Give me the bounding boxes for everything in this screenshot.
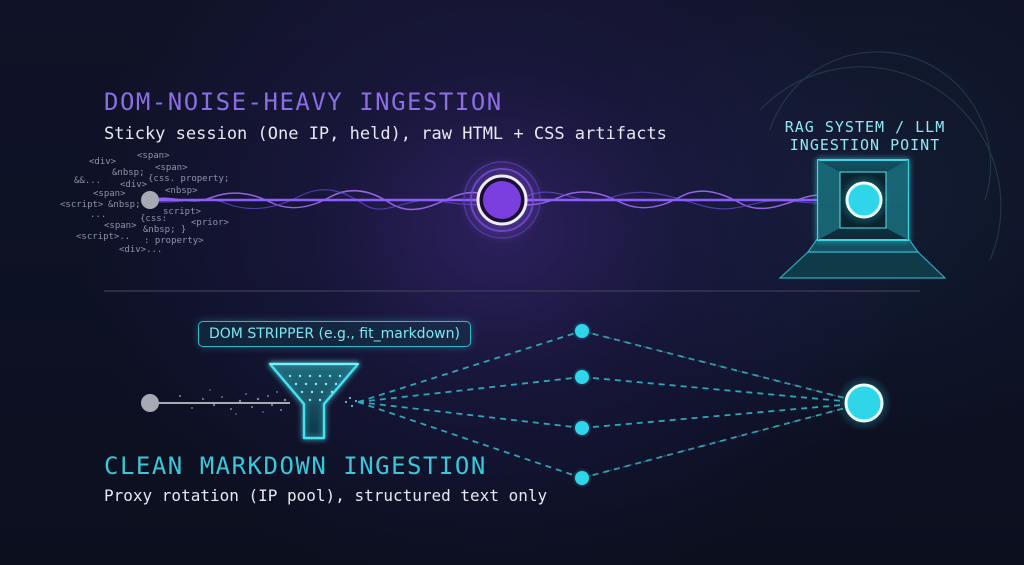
destination-node-bottom <box>836 375 892 431</box>
fanout-lines <box>357 330 865 479</box>
proxy-node <box>575 370 589 384</box>
session-node <box>458 156 546 244</box>
funnel-icon <box>268 362 360 440</box>
noise-token: {css: <box>140 214 168 224</box>
target-label: RAG SYSTEM / LLM INGESTION POINT <box>784 118 946 154</box>
noise-token: <nbsp> <box>165 186 198 196</box>
top-section-title: DOM-NOISE-HEAVY INGESTION <box>104 88 503 116</box>
noise-token: <prior> <box>191 218 229 228</box>
noise-token: : property> <box>144 236 204 246</box>
noise-token: <div> <box>120 180 148 190</box>
proxy-node <box>575 421 589 435</box>
bottom-section-title: CLEAN MARKDOWN INGESTION <box>104 452 487 480</box>
noise-token: <script> <box>60 200 104 210</box>
source-node-top <box>141 191 159 209</box>
proxy-node <box>575 471 589 485</box>
noise-token: <span> <box>104 221 137 231</box>
noise-token: <div> <box>89 157 117 167</box>
noise-token: <span> <box>137 151 170 161</box>
noise-token: <span> <box>93 189 126 199</box>
source-node-bottom <box>141 394 159 412</box>
dom-stripper-label: DOM STRIPPER (e.g., fit_markdown) <box>198 321 471 347</box>
noise-token: &nbsp; <box>108 200 141 210</box>
noise-token: &&... <box>74 176 102 186</box>
noise-token: {css. property; <box>148 174 230 184</box>
ingestion-portal-icon <box>778 159 947 279</box>
proxy-node <box>575 324 589 338</box>
noise-token: <div>... <box>119 245 163 255</box>
particle-spray <box>179 389 287 415</box>
noise-token: script> <box>163 207 201 217</box>
noise-token: <script>.. <box>76 232 131 242</box>
noise-token: ... <box>90 210 107 220</box>
noise-token: <span> <box>155 163 188 173</box>
noise-token: &nbsp; } <box>143 225 187 235</box>
target-arcs <box>759 51 1002 261</box>
bottom-section-subtitle: Proxy rotation (IP pool), structured tex… <box>104 486 548 505</box>
top-section-subtitle: Sticky session (One IP, held), raw HTML … <box>104 124 667 144</box>
noise-token: &nbsp; <box>112 168 145 178</box>
proxy-pool-nodes <box>572 321 592 488</box>
funnel-output-dots <box>345 397 357 407</box>
